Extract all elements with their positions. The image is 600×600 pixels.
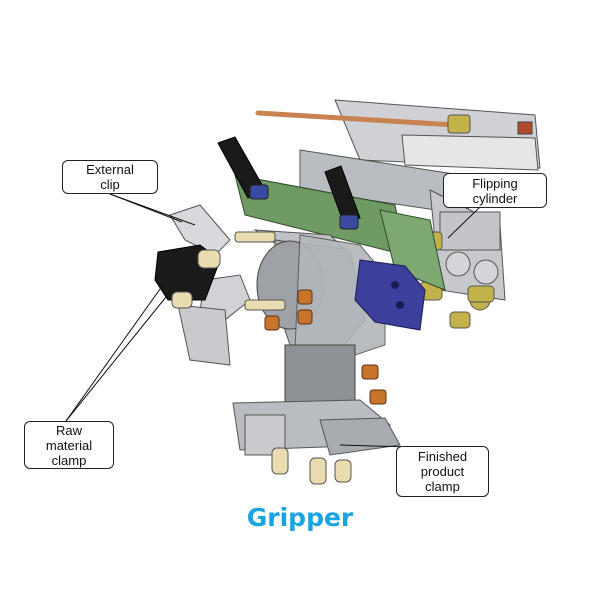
orange-fittings (264, 289, 387, 405)
external-clip-label: External clip (62, 160, 158, 194)
finished-product-clamp-label: Finished product clamp (396, 446, 489, 497)
black-valves (217, 136, 361, 230)
flipping-cylinder-label: Flipping cylinder (443, 173, 547, 208)
raw-material-clamp-label: Raw material clamp (24, 421, 114, 469)
copper-rod (255, 110, 471, 134)
blue-block (354, 259, 426, 331)
finished-product-clamp (232, 344, 401, 485)
raw-material-clamp (154, 244, 221, 309)
diagram-title: Gripper (246, 503, 354, 532)
external-clip (169, 204, 286, 366)
